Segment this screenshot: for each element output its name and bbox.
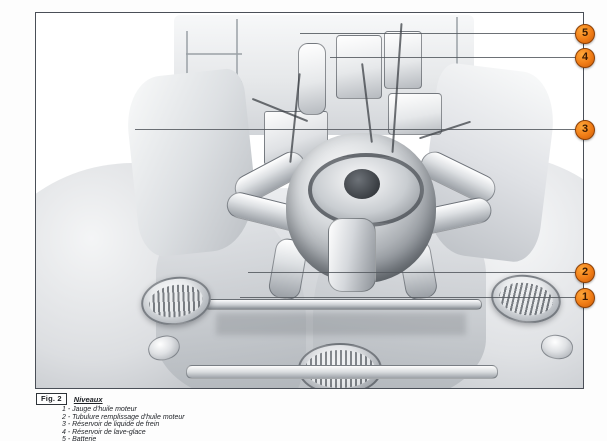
- brake-fluid-reservoir-part: [384, 31, 422, 89]
- callout-4[interactable]: 4: [575, 48, 595, 68]
- legend-item-5: 5 - Batterie: [62, 436, 97, 444]
- leader-line-1: [240, 297, 583, 299]
- leader-line-5: [300, 33, 583, 35]
- engine-bay-illustration: [36, 13, 583, 388]
- front-bumper: [186, 365, 498, 379]
- leader-line-4: [330, 57, 583, 59]
- headlight-lens: [497, 279, 555, 319]
- figure-caption: Fig. 2 Niveaux 1 - Jauge d'huile moteur …: [36, 393, 456, 444]
- leader-line-3: [135, 129, 583, 131]
- legend-item-3: 3 - Réservoir de liquide de frein: [62, 421, 160, 429]
- shadow: [216, 313, 466, 335]
- legend-item-2: 2 - Tubulure remplissage d'huile moteur: [62, 413, 185, 421]
- filler-neck-part: [298, 43, 326, 115]
- air-cleaner-hub: [344, 169, 380, 199]
- legend-item-4: 4 - Réservoir de lave-glace: [62, 428, 146, 436]
- oil-filter-canister: [328, 218, 376, 292]
- figure-title: Niveaux: [73, 394, 103, 404]
- callout-1[interactable]: 1: [575, 288, 595, 308]
- headlight-lens: [147, 281, 205, 321]
- figure-number-tag: Fig. 2: [36, 393, 67, 405]
- leader-line-2: [248, 272, 583, 274]
- inner-fender-left: [122, 67, 262, 259]
- legend-item-1: 1 - Jauge d'huile moteur: [62, 406, 137, 413]
- callout-5[interactable]: 5: [575, 24, 595, 44]
- callout-3[interactable]: 3: [575, 120, 595, 140]
- caption-header: Fig. 2 Niveaux: [36, 393, 456, 405]
- hood-seam: [186, 53, 242, 55]
- washer-fluid-reservoir-part: [336, 35, 382, 99]
- front-axle-beam: [204, 299, 482, 310]
- caption-legend-list: 1 - Jauge d'huile moteur 2 - Tubulure re…: [62, 406, 456, 444]
- figure-frame: [35, 12, 584, 389]
- callout-2[interactable]: 2: [575, 263, 595, 283]
